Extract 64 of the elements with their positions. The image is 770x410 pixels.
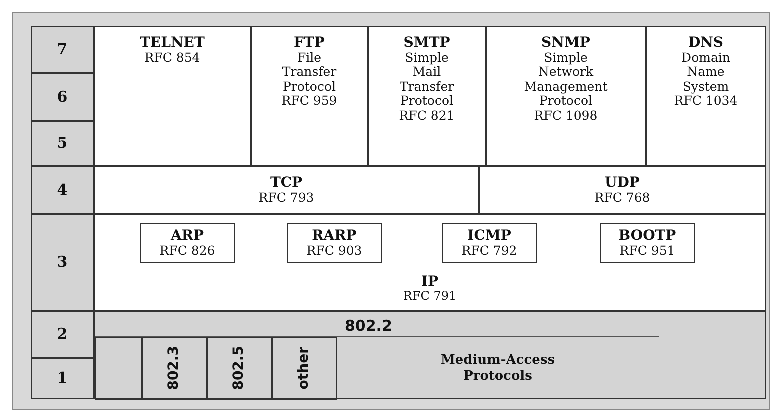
layer-number: 7 [57,39,68,60]
rfc-number: RFC 951 [620,244,676,258]
protocol-box [600,223,695,263]
rfc-number: RFC 792 [462,244,518,258]
protocol-region [94,214,766,311]
rfc-number: RFC 1098 [534,108,598,123]
protocol-name: 802.3 [165,346,183,391]
protocol-name: SMTP [404,35,450,52]
rfc-number: RFC 793 [258,190,314,206]
protocol-box [486,26,646,166]
protocol-description: Simple Network Management Protocol [524,51,608,109]
layer-number-cell [31,26,94,73]
layer-number-cell [31,121,94,166]
protocol-name: UDP [605,174,640,191]
rfc-number: RFC 821 [399,108,455,123]
protocol-box [646,26,766,166]
rfc-number: RFC 854 [144,51,200,66]
protocol-name: 802.5 [230,346,248,391]
protocol-description: File Transfer Protocol [282,51,337,94]
protocol-name: SNMP [542,35,590,52]
layer-number: 1 [57,368,68,390]
layer-number: 5 [57,133,68,154]
protocol-name: ICMP [468,228,512,244]
layer-number: 3 [57,252,68,274]
protocol-name: TCP [270,174,303,191]
link-layer-band [94,311,766,399]
protocol-box [94,166,479,214]
layer-number-cell [31,311,94,358]
layer-number-cell [31,73,94,121]
layer-number-cell [31,214,94,311]
protocol-name: IP [421,274,439,290]
protocol-box [140,223,235,263]
protocol-name: ARP [170,228,204,244]
protocol-name: BOOTP [618,228,676,244]
layer-number: 6 [57,86,68,108]
rfc-number: RFC 768 [594,190,650,206]
layer-number-cell [31,358,94,399]
empty-column [95,337,142,400]
protocol-column [142,337,207,400]
rfc-number: RFC 1034 [674,94,738,109]
protocol-name: DNS [688,35,724,52]
rfc-number: RFC 826 [160,244,216,258]
protocol-name: Medium-Access Protocols [440,352,556,384]
protocol-name: 802.2 [345,316,392,337]
protocol-box [368,26,486,166]
protocol-box [94,26,251,166]
protocol-box [287,223,382,263]
protocol-name: RARP [312,228,357,244]
protocol-description: Simple Mail Transfer Protocol [400,51,454,109]
rfc-number: RFC 959 [282,94,338,109]
protocol-name: TELNET [140,35,205,52]
protocol-column [207,337,272,400]
protocol-column [272,337,337,400]
rfc-number: RFC 903 [306,244,362,258]
protocol-name: FTP [294,35,325,52]
protocol-box [251,26,368,166]
layer-number-cell [31,166,94,214]
layer-number: 4 [57,180,68,201]
protocol-name: other [295,347,313,390]
rfc-number: RFC 791 [403,290,457,304]
protocol-description: Domain Name System [682,51,730,94]
protocol-box [479,166,766,214]
protocol-box [442,223,537,263]
layer-number: 2 [57,324,68,346]
